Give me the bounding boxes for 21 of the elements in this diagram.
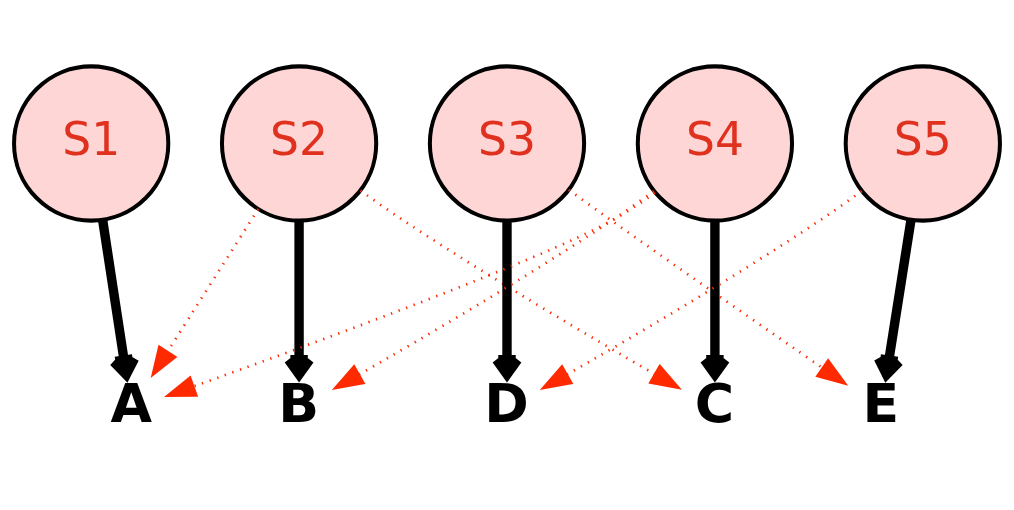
- arrow: [164, 191, 656, 397]
- node-circle: S2: [219, 63, 379, 223]
- node-text: E: [862, 371, 900, 435]
- arrow: [150, 207, 260, 378]
- node-circle: S4: [635, 63, 795, 223]
- arrow: [98, 218, 140, 380]
- node-text: B: [278, 371, 320, 435]
- arrow: [873, 218, 916, 380]
- node-circle: S5: [843, 63, 1002, 223]
- arrow: [568, 188, 849, 386]
- arrow: [359, 189, 682, 390]
- node-text: D: [484, 371, 529, 435]
- arrow: [491, 220, 523, 380]
- node-circle: S1: [12, 63, 171, 223]
- node-text: C: [694, 371, 735, 435]
- node-text: A: [110, 371, 153, 435]
- arrow: [283, 220, 315, 380]
- arrow: [539, 189, 863, 390]
- arrow: [331, 189, 655, 390]
- arrow: [699, 220, 731, 380]
- node-circle: S3: [427, 63, 587, 223]
